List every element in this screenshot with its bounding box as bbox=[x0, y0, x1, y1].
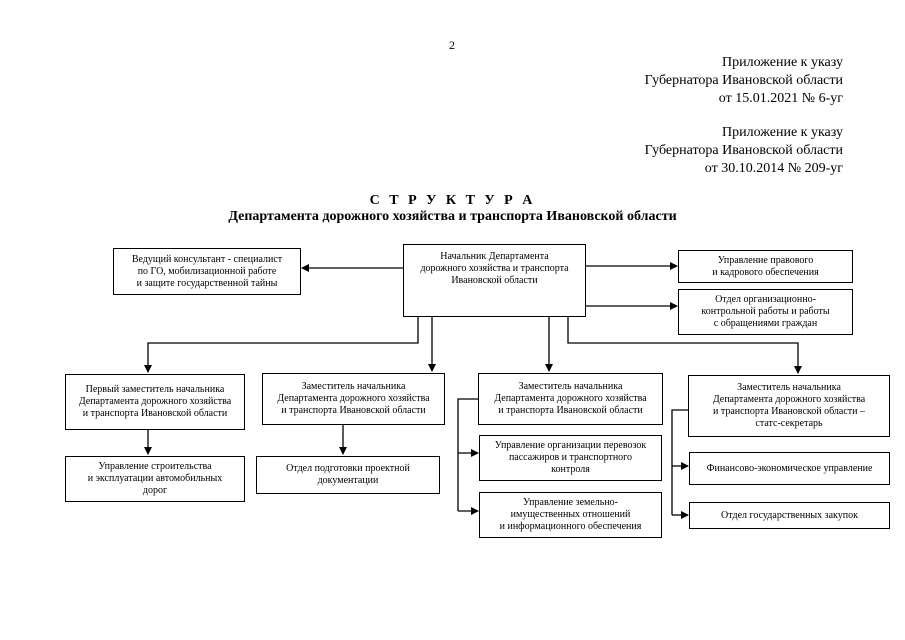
project-docs-label: Отдел подготовки проектной документации bbox=[286, 463, 410, 486]
transport-org-box: Управление организации перевозок пассажи… bbox=[479, 435, 662, 481]
head-label: Начальник Департамента дорожного хозяйст… bbox=[420, 251, 569, 286]
appendix-current-line3: от 15.01.2021 № 6-уг bbox=[718, 91, 843, 106]
document-subtitle: Департамента дорожного хозяйства и транс… bbox=[228, 209, 677, 224]
transport-org-label: Управление организации перевозок пассажи… bbox=[494, 440, 647, 475]
document-title: С Т Р У К Т У Р А bbox=[369, 193, 536, 208]
deputy-4-label: Заместитель начальника Департамента доро… bbox=[712, 382, 866, 429]
deputy-2-label: Заместитель начальника Департамента доро… bbox=[277, 381, 430, 416]
land-property-box: Управление земельно- имущественных отнош… bbox=[479, 492, 662, 538]
deputy-3-box: Заместитель начальника Департамента доро… bbox=[478, 373, 663, 425]
legal-hr-label: Управление правового и кадрового обеспеч… bbox=[712, 254, 819, 278]
appendix-current-line1: Приложение к указу bbox=[722, 55, 843, 70]
page-number: 2 bbox=[449, 38, 455, 52]
finance-box: Финансово-экономическое управление bbox=[689, 452, 890, 485]
finance-label: Финансово-экономическое управление bbox=[706, 462, 873, 474]
org-control-label: Отдел организационно- контрольной работы… bbox=[701, 294, 830, 329]
deputy-3-label: Заместитель начальника Департамента доро… bbox=[494, 381, 647, 416]
connector-deputy4-bracket bbox=[671, 409, 688, 515]
first-deputy-label: Первый заместитель начальника Департамен… bbox=[78, 384, 232, 419]
appendix-current-line2: Губернатора Ивановской области bbox=[644, 73, 843, 88]
construction-label: Управление строительства и эксплуатации … bbox=[87, 461, 223, 496]
deputy-2-box: Заместитель начальника Департамента доро… bbox=[262, 373, 445, 425]
project-docs-box: Отдел подготовки проектной документации bbox=[256, 456, 440, 494]
connector-head-deputy4 bbox=[567, 317, 802, 374]
appendix-original-line2: Губернатора Ивановской области bbox=[644, 143, 843, 158]
connector-head-first-deputy bbox=[144, 317, 419, 373]
head-box: Начальник Департамента дорожного хозяйст… bbox=[403, 244, 586, 317]
first-deputy-box: Первый заместитель начальника Департамен… bbox=[65, 374, 245, 430]
connector-deputy3-bracket bbox=[457, 398, 478, 511]
construction-box: Управление строительства и эксплуатации … bbox=[65, 456, 245, 502]
org-control-box: Отдел организационно- контрольной работы… bbox=[678, 289, 853, 335]
deputy-4-box: Заместитель начальника Департамента доро… bbox=[688, 375, 890, 437]
appendix-original-line1: Приложение к указу bbox=[722, 125, 843, 140]
appendix-current: Приложение к указу Губернатора Ивановско… bbox=[645, 54, 843, 108]
procurement-box: Отдел государственных закупок bbox=[689, 502, 890, 529]
legal-hr-box: Управление правового и кадрового обеспеч… bbox=[678, 250, 853, 283]
procurement-label: Отдел государственных закупок bbox=[721, 509, 858, 521]
land-property-label: Управление земельно- имущественных отнош… bbox=[499, 497, 642, 532]
consultant-box: Ведущий консультант - специалист по ГО, … bbox=[113, 248, 301, 295]
appendix-original: Приложение к указу Губернатора Ивановско… bbox=[645, 124, 843, 178]
appendix-original-line3: от 30.10.2014 № 209-уг bbox=[704, 161, 843, 176]
consultant-label: Ведущий консультант - специалист по ГО, … bbox=[131, 253, 283, 289]
